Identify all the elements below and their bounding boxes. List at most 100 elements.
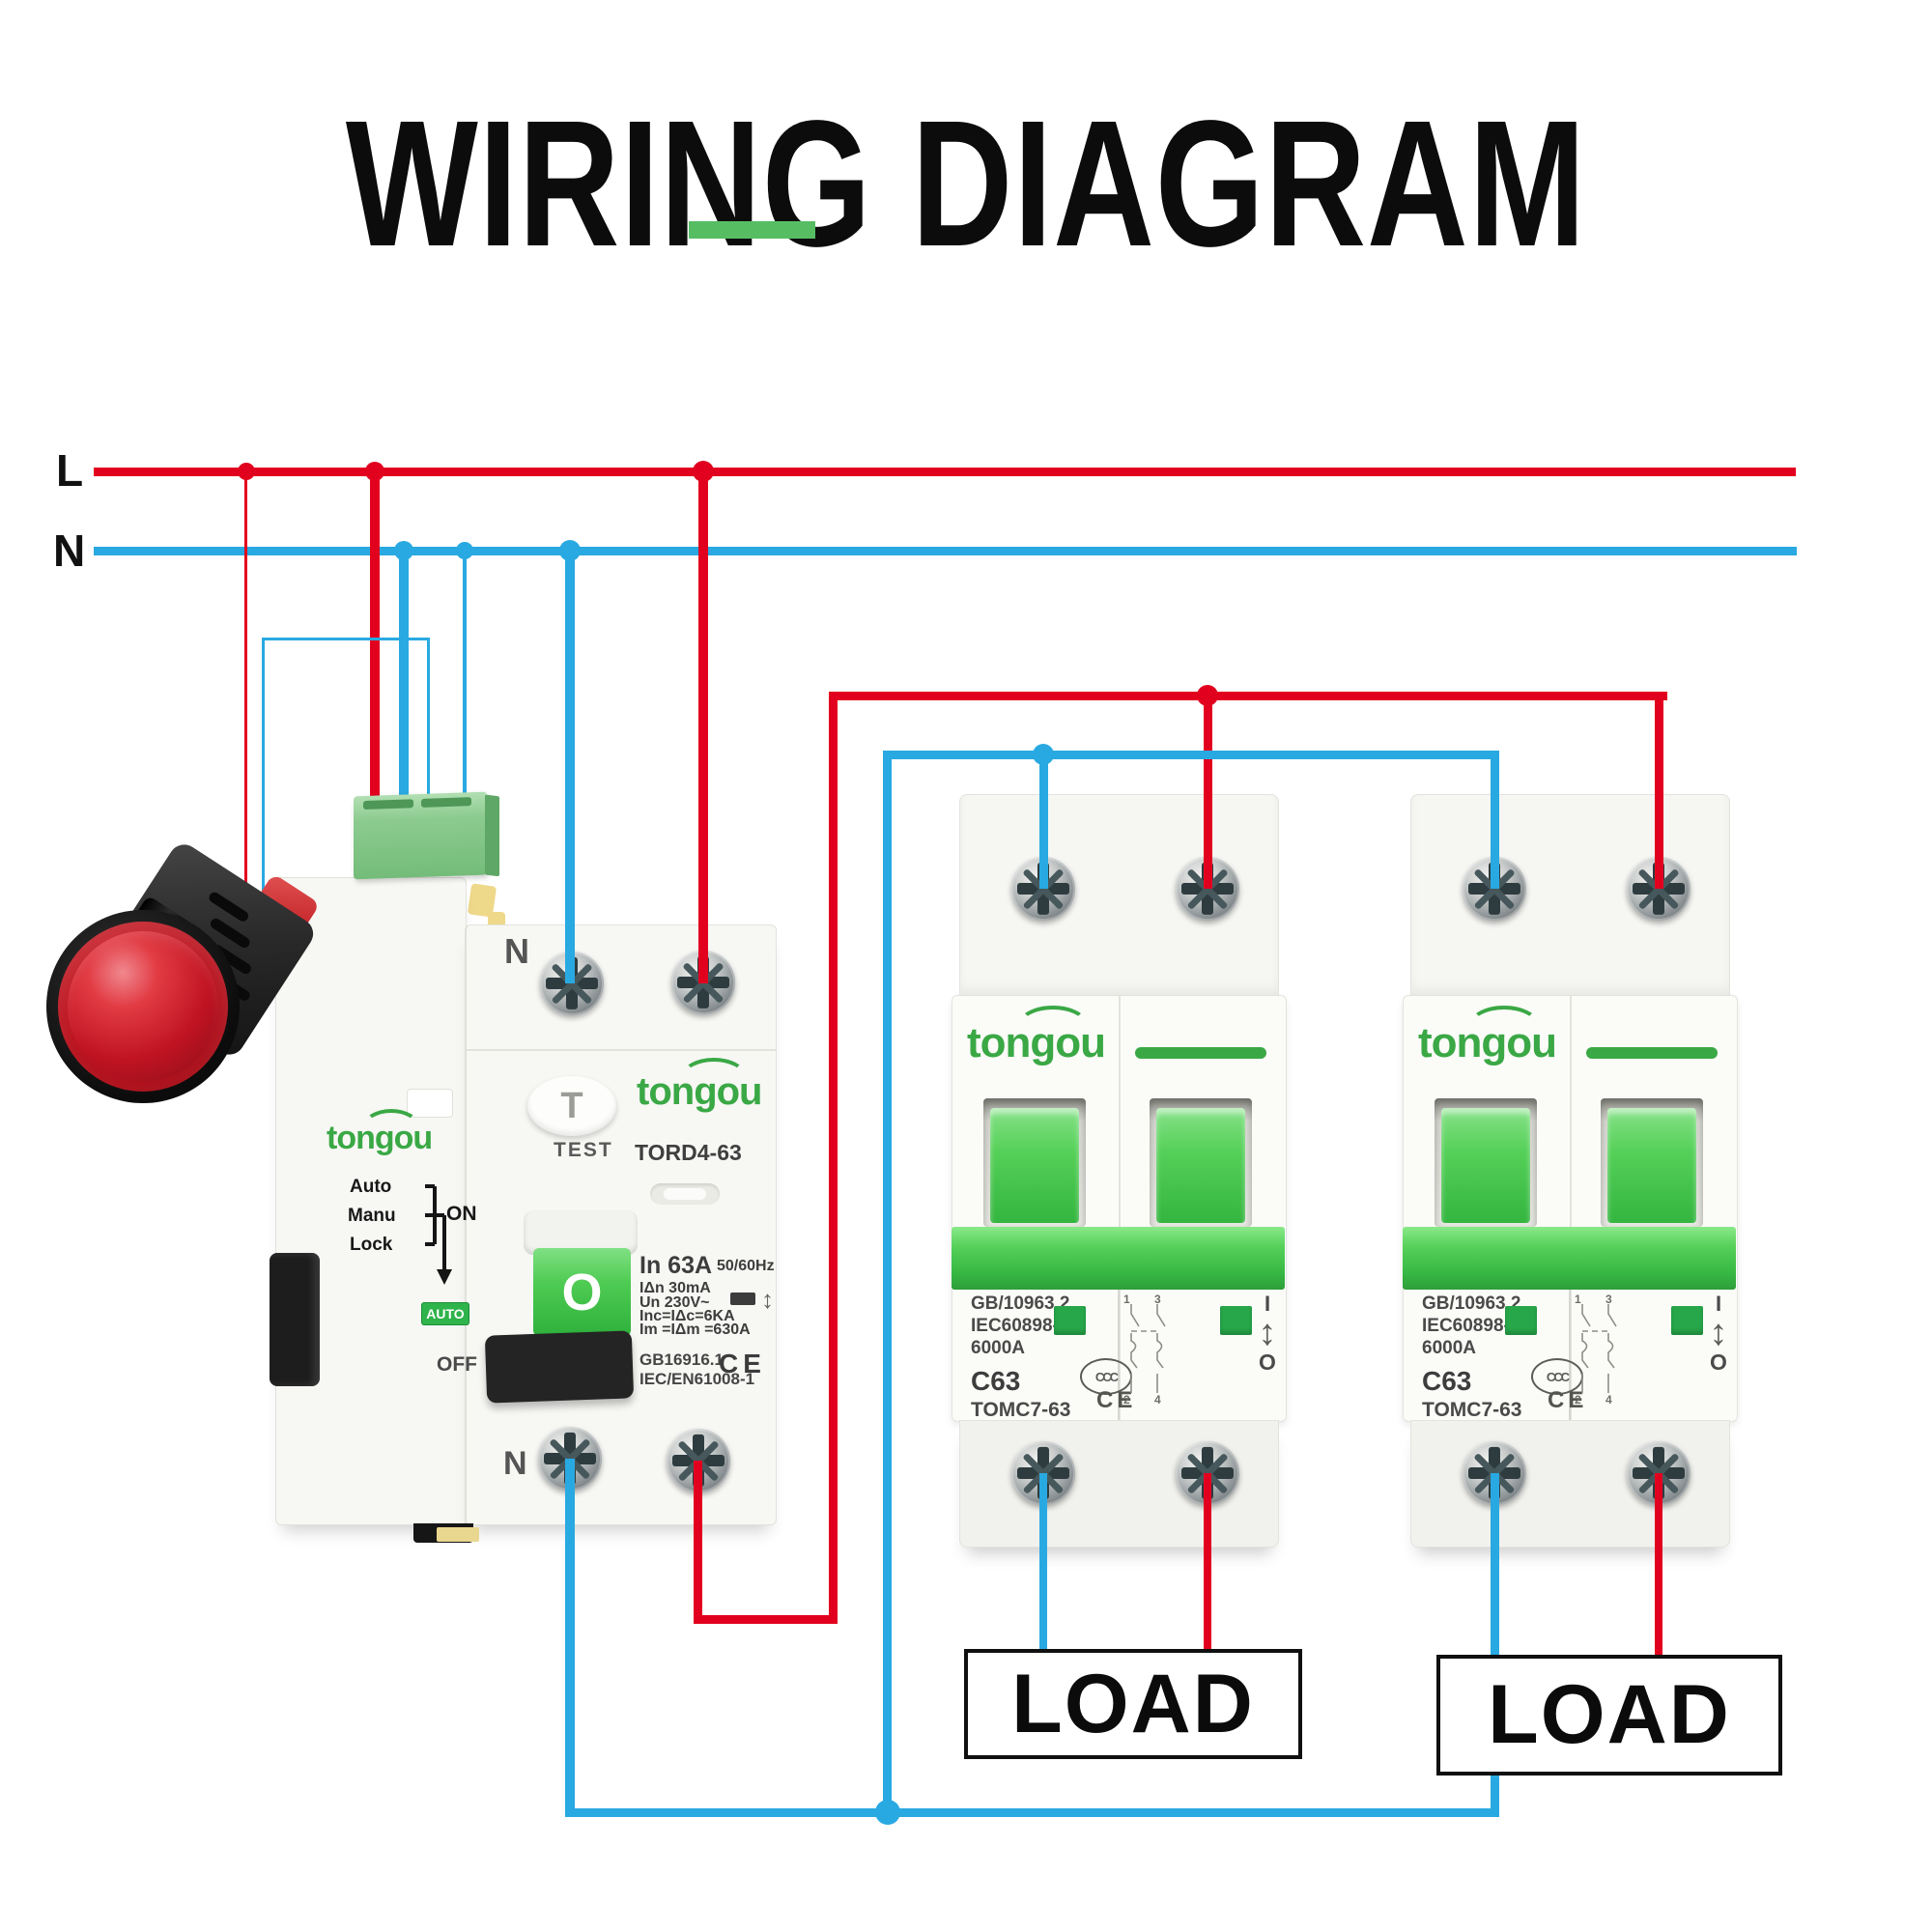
lamp-red-lens — [58, 922, 228, 1092]
lamp-terminal-vert — [427, 638, 430, 805]
logo-arc — [681, 1057, 747, 1096]
rating-current: In 63A — [639, 1252, 713, 1279]
terminal-neutral-drop — [399, 551, 409, 802]
label-divider — [1118, 1290, 1120, 1420]
mcb-pole1-toggle — [1435, 1098, 1537, 1227]
green-rocker — [1607, 1108, 1696, 1223]
mcb-ce-mark: CE — [1548, 1387, 1588, 1413]
junction-dot — [394, 541, 413, 560]
lamp-neutral-horiz — [262, 638, 430, 640]
window-slot — [650, 1183, 720, 1205]
status-window — [1220, 1306, 1252, 1335]
din-rail-comb — [437, 1527, 479, 1542]
trip-curve-schematic-icon — [1130, 1304, 1166, 1393]
mcb-breaking-capacity: 6000A — [1422, 1338, 1476, 1358]
mcb-standard-2: IEC60898-1 — [1422, 1316, 1520, 1336]
rocker-housing — [524, 1210, 638, 1255]
mcb-curve-rating: C63 — [1422, 1366, 1472, 1396]
mode-lock-label: Lock — [350, 1235, 393, 1255]
rcd-black-handle — [484, 1330, 635, 1404]
mode-manu-label: Manu — [348, 1206, 396, 1226]
junction-dot — [1197, 685, 1218, 706]
mode-auto-label: Auto — [350, 1177, 392, 1197]
mcb2-live-drop — [1655, 696, 1663, 889]
updown-arrow-icon: ↕ — [1709, 1313, 1728, 1353]
junction-dot — [365, 462, 384, 481]
trip-curve-schematic-icon — [1581, 1304, 1617, 1393]
rcd-n-top-label: N — [504, 931, 529, 971]
rating-breaking: Inc=IΔc=6KA — [639, 1308, 735, 1324]
load-box-2: LOAD — [1436, 1655, 1782, 1776]
recloser-toggle — [270, 1253, 320, 1386]
io-updown-icon: ↕ — [761, 1285, 774, 1314]
rating-magnetic: Im =IΔm =630A — [639, 1321, 751, 1338]
junction-dot — [875, 1800, 900, 1825]
green-band — [1403, 1227, 1736, 1290]
indicator-slot — [407, 1089, 453, 1118]
mcb2-neutral-drop — [1491, 754, 1499, 889]
green-rocker — [990, 1108, 1079, 1223]
mcb-pole2-toggle — [1150, 1098, 1252, 1227]
mcb-breaker: tongou GB/10963.2 IEC60898-1 6000A C63 T… — [1403, 794, 1738, 1548]
logo-arc — [1017, 1006, 1089, 1047]
junction-dot — [559, 540, 581, 561]
indicator-lamp — [39, 838, 328, 1140]
rcd-rocker-switch: O — [533, 1248, 631, 1336]
mcb-model-label: TOMC7-63 — [1422, 1399, 1522, 1421]
double-insulation-icon — [730, 1293, 755, 1305]
test-button: T — [527, 1076, 616, 1136]
rating-voltage: Un 230V~ — [639, 1294, 710, 1311]
green-dash — [1586, 1047, 1718, 1059]
rcd-standard-2: IEC/EN61008-1 — [639, 1370, 755, 1388]
green-band — [952, 1227, 1285, 1290]
mcb-live-feed — [829, 692, 1667, 700]
status-window — [1505, 1306, 1537, 1335]
status-window — [1671, 1306, 1703, 1335]
green-dash — [1135, 1047, 1266, 1059]
mcb-standard-1: GB/10963.2 — [1422, 1293, 1521, 1314]
mcb-io-indicator: I ↕ O — [1704, 1292, 1733, 1376]
updown-arrow-icon: ↕ — [1258, 1313, 1277, 1353]
neutral-return — [565, 1808, 1499, 1817]
load-box-1: LOAD — [964, 1649, 1302, 1759]
mcb2-load-neutral — [1491, 1473, 1499, 1817]
mcb-breaker: tongou GB/10963.2 IEC60898-1 6000A C63 T… — [952, 794, 1287, 1548]
mcb-standard-2: IEC60898-1 — [971, 1316, 1069, 1336]
neutral-riser — [883, 751, 892, 1817]
tongou-logo: tongou — [637, 1057, 762, 1111]
tongou-logo: tongou — [327, 1109, 433, 1154]
mcb1-neutral-drop — [1039, 754, 1048, 889]
rcd-n-bottom-label: N — [503, 1445, 527, 1482]
mcb-neutral-feed — [883, 751, 1499, 759]
label-divider — [1569, 1290, 1571, 1420]
test-label: TEST — [554, 1139, 613, 1161]
rcd-live-drop — [698, 471, 708, 983]
rating-sensitivity: IΔn 30mA — [639, 1280, 711, 1296]
status-window — [1054, 1306, 1086, 1335]
bus-live — [94, 468, 1796, 476]
neutral-bus-label: N — [53, 526, 86, 576]
green-terminal-block — [354, 791, 499, 880]
mcb1-load-live — [1204, 1473, 1211, 1649]
junction-dot — [238, 463, 255, 480]
mcb-ce-mark: CE — [1096, 1387, 1137, 1413]
live-bus-label: L — [56, 445, 84, 496]
rcd-neutral-drop — [565, 551, 575, 983]
mcb1-live-drop — [1204, 696, 1212, 889]
live-riser — [829, 692, 838, 1624]
rcd-standard-1: GB16916.1 — [639, 1350, 724, 1369]
green-rocker — [1156, 1108, 1245, 1223]
rcd-model-label: TORD4-63 — [635, 1140, 742, 1165]
bus-neutral — [94, 547, 1797, 555]
rating-freq: 50/60Hz — [717, 1258, 775, 1274]
mcb1-load-neutral — [1039, 1473, 1047, 1649]
junction-dot — [693, 461, 714, 482]
lamp-neutral-vert — [262, 638, 265, 898]
on-label: ON — [446, 1203, 477, 1225]
terminal-neutral-thin-drop — [463, 551, 467, 810]
mcb-model-label: TOMC7-63 — [971, 1399, 1071, 1421]
logo-arc — [1468, 1006, 1540, 1047]
logo-arc — [362, 1109, 420, 1143]
mcb-pole2-toggle — [1601, 1098, 1703, 1227]
